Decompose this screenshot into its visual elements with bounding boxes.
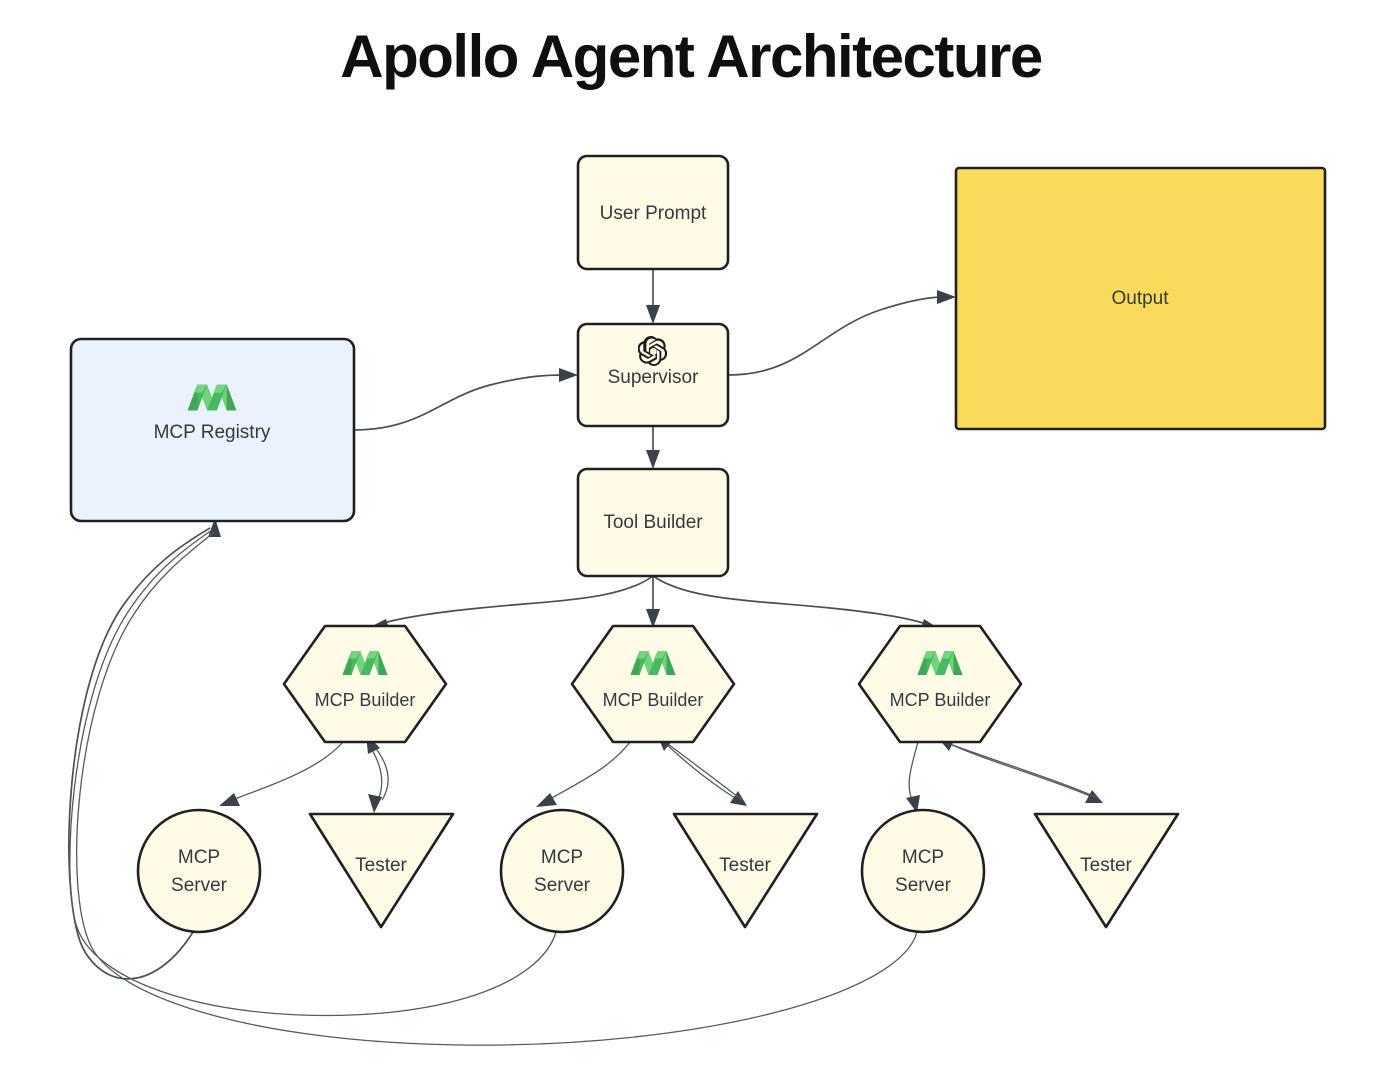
edge-mcp-registry-to-supervisor bbox=[353, 368, 578, 431]
node-mcp-registry[interactable]: MCP Registry bbox=[69, 337, 356, 523]
node-mcp-server-2[interactable]: MCP Server bbox=[499, 808, 625, 934]
edge-mcp-server-2-to-mcp-registry bbox=[69, 529, 557, 1017]
nodes-layer: User Prompt Supervisor Tool Builder MCP … bbox=[69, 154, 1327, 934]
node-tester-3[interactable]: Tester bbox=[1033, 812, 1180, 929]
edge-mcp-server-1-to-mcp-registry bbox=[68, 518, 221, 980]
node-output[interactable]: Output bbox=[954, 166, 1327, 431]
edge-tool-builder-to-mcp-builder-3 bbox=[652, 575, 938, 632]
edge-mcp-builder-1-to-tester-1 bbox=[366, 734, 389, 813]
node-user-prompt[interactable]: User Prompt bbox=[576, 154, 730, 271]
node-tester-2[interactable]: Tester bbox=[672, 812, 819, 929]
edge-user-prompt-to-supervisor bbox=[646, 269, 660, 324]
node-tester-1[interactable]: Tester bbox=[308, 812, 455, 929]
node-tool-builder[interactable]: Tool Builder bbox=[576, 467, 730, 578]
node-mcp-builder-3[interactable]: MCP Builder bbox=[857, 624, 1023, 744]
edge-tool-builder-to-mcp-builder-1 bbox=[368, 575, 654, 632]
edges-layer bbox=[68, 269, 1103, 1046]
edge-mcp-builder-1-to-mcp-server-1 bbox=[219, 741, 344, 806]
node-mcp-server-3[interactable]: MCP Server bbox=[860, 808, 986, 934]
edge-mcp-builder-3-to-tester-3 bbox=[938, 738, 1103, 803]
edge-mcp-builder-3-to-mcp-server-3 bbox=[906, 741, 920, 813]
node-mcp-server-1[interactable]: MCP Server bbox=[136, 808, 262, 934]
page-title: Apollo Agent Architecture bbox=[340, 23, 1043, 90]
edge-mcp-server-3-to-mcp-registry bbox=[76, 531, 918, 1046]
edge-supervisor-to-output bbox=[727, 290, 956, 376]
node-supervisor[interactable]: Supervisor bbox=[576, 322, 730, 428]
node-mcp-builder-1[interactable]: MCP Builder bbox=[282, 624, 448, 744]
node-mcp-builder-2[interactable]: MCP Builder bbox=[570, 624, 736, 744]
edge-tool-builder-to-mcp-builder-2 bbox=[646, 576, 660, 628]
edge-mcp-builder-2-to-tester-2 bbox=[657, 735, 747, 806]
edge-mcp-builder-2-to-mcp-server-2 bbox=[536, 741, 631, 807]
edge-supervisor-to-tool-builder bbox=[646, 426, 660, 469]
